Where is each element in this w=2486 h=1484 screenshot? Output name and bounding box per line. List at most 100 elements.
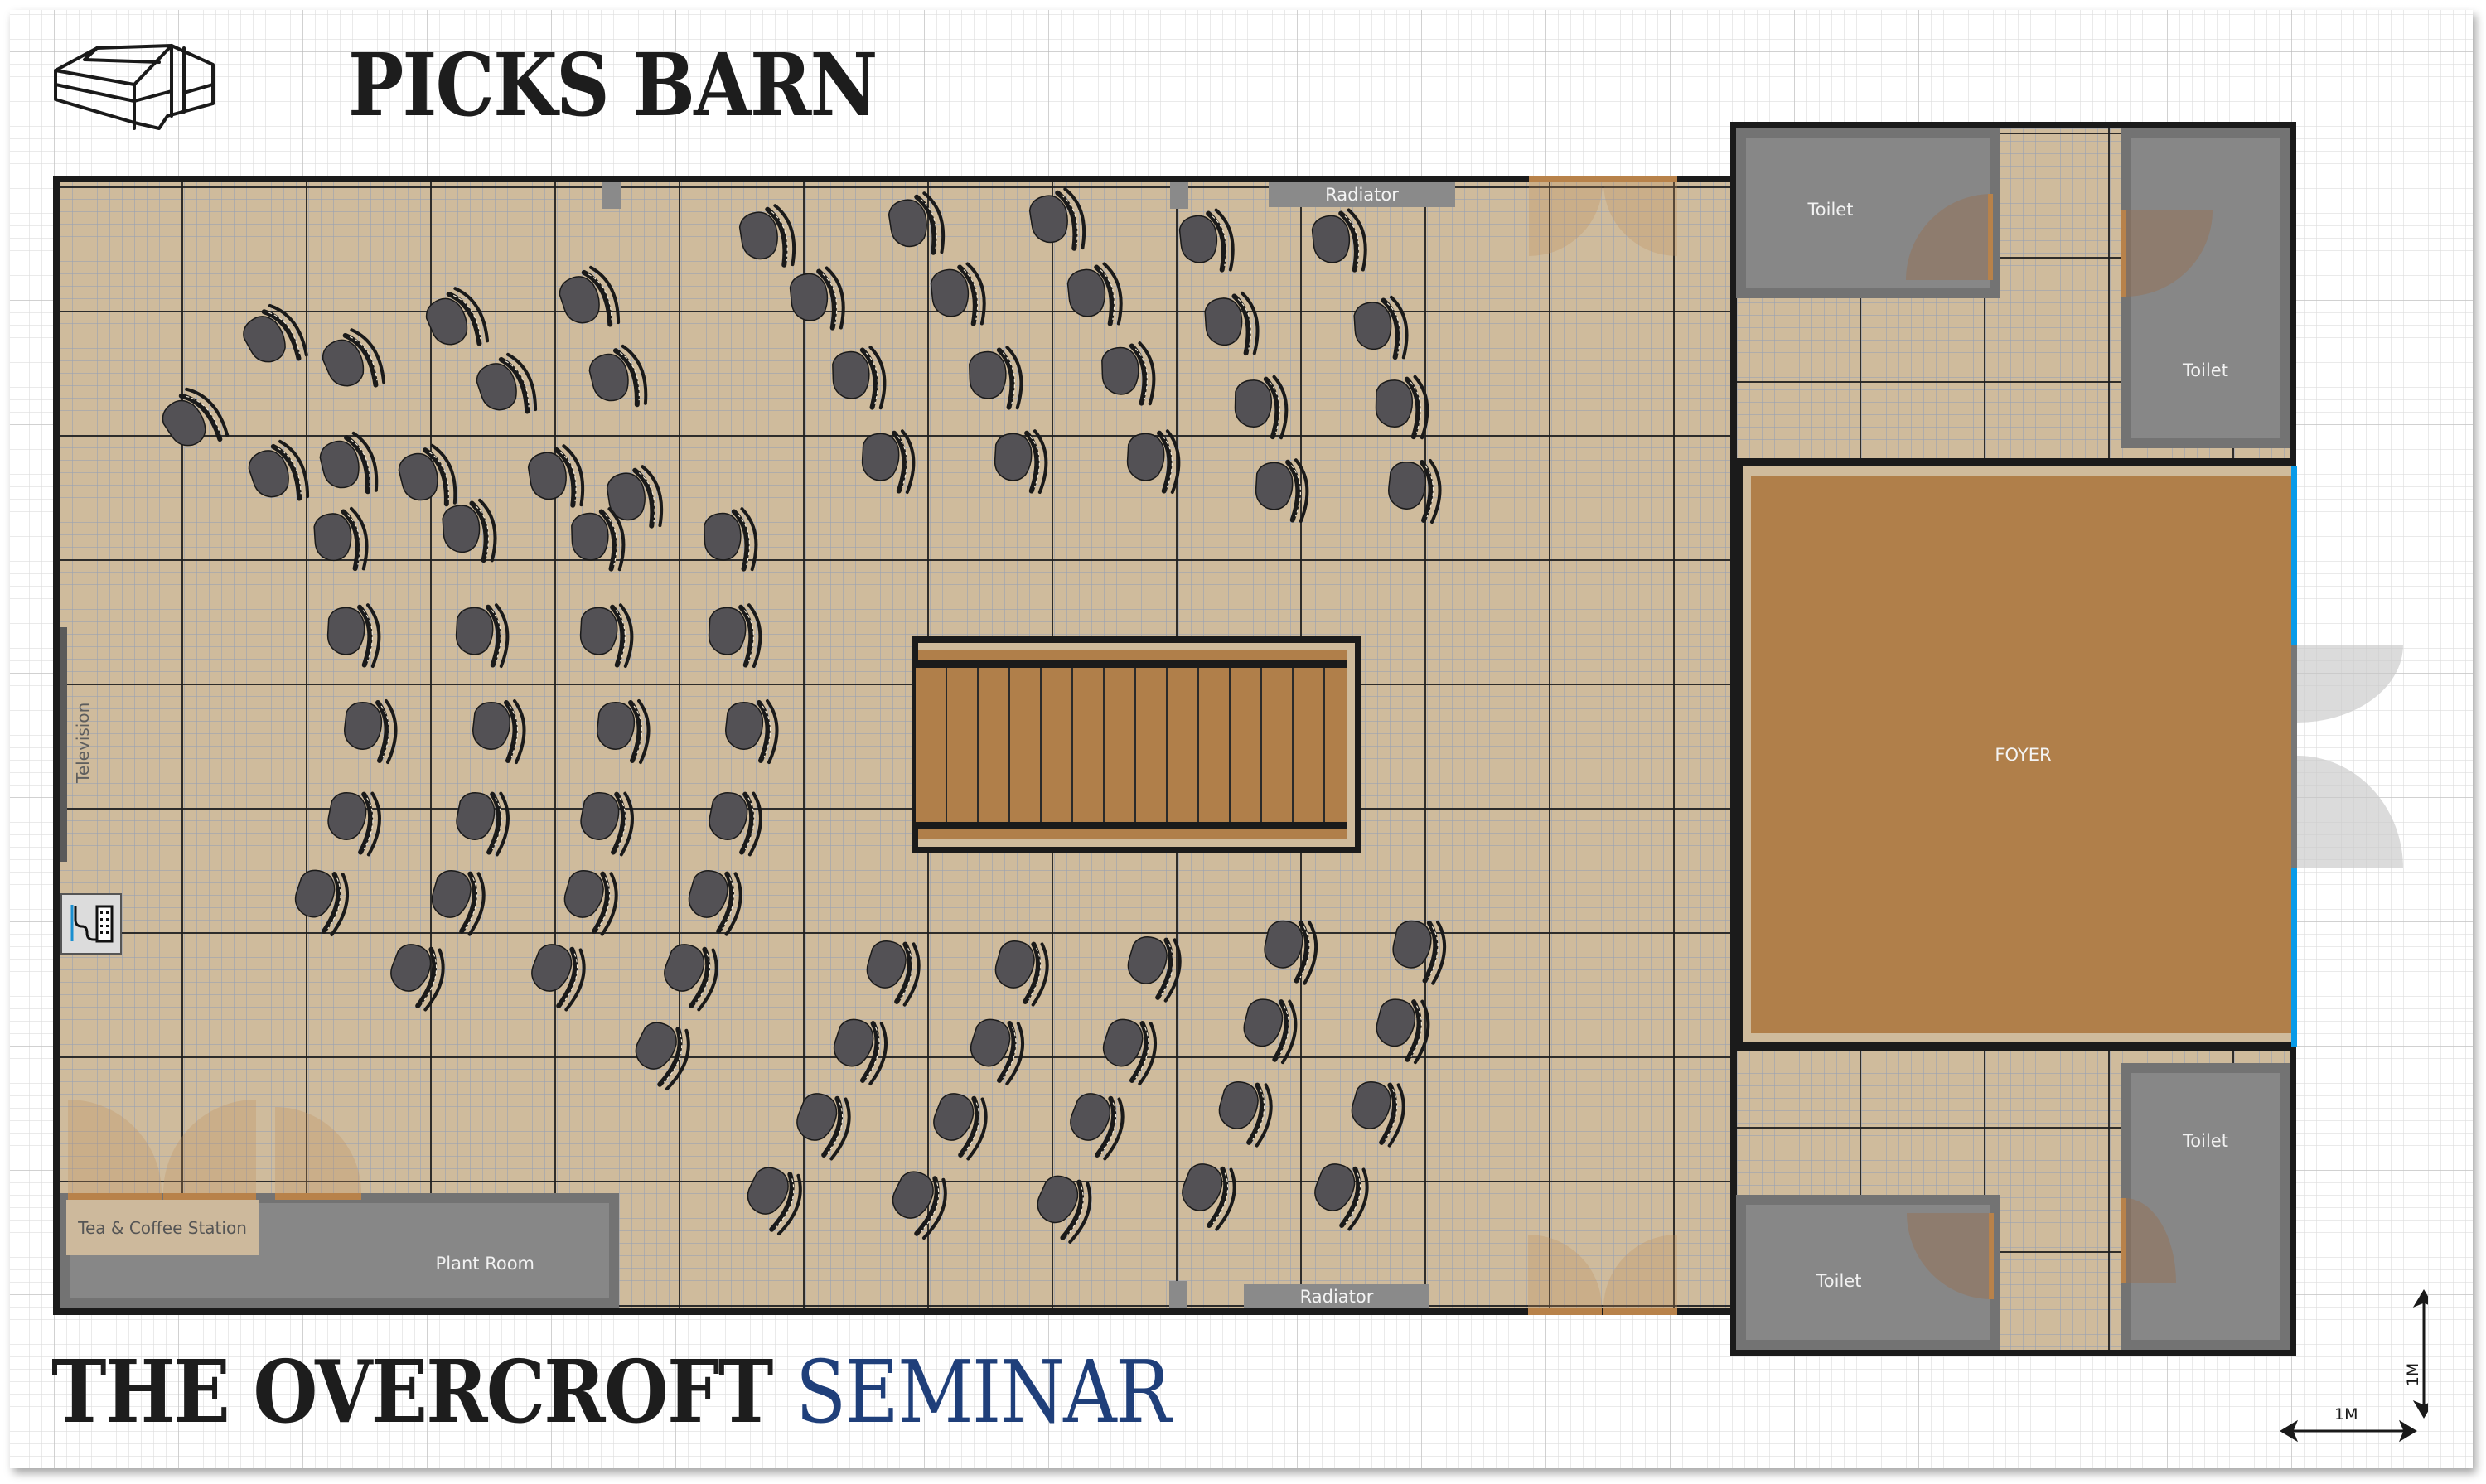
chair bbox=[576, 601, 642, 675]
radiator-top: Radiator bbox=[1269, 182, 1455, 207]
chair bbox=[427, 866, 493, 940]
pillar-top-2 bbox=[1170, 182, 1188, 209]
chair bbox=[1260, 916, 1326, 990]
door-toilet-top-left[interactable] bbox=[1988, 194, 1993, 280]
chair bbox=[452, 601, 518, 675]
chair bbox=[1028, 186, 1094, 261]
chair bbox=[476, 352, 543, 427]
footer-title-accent: SEMINAR bbox=[796, 1341, 1171, 1443]
chair bbox=[704, 787, 771, 862]
header-title: PICKS BARN bbox=[348, 34, 878, 136]
chair bbox=[323, 601, 389, 675]
door-toilet-top-right[interactable] bbox=[2121, 210, 2126, 297]
chair bbox=[1032, 1172, 1098, 1247]
scale-label-horizontal: 1M bbox=[2334, 1405, 2358, 1424]
chair bbox=[1239, 994, 1305, 1069]
stage-front-strip-bottom bbox=[918, 829, 1347, 839]
chair bbox=[928, 261, 994, 336]
door-top-right-leaf[interactable] bbox=[1603, 176, 1677, 182]
chair bbox=[1251, 456, 1318, 530]
door-plant-room[interactable] bbox=[275, 1193, 361, 1200]
chair bbox=[1177, 1160, 1243, 1235]
scale-bar bbox=[2280, 1289, 2428, 1443]
chair bbox=[323, 787, 389, 862]
chair bbox=[858, 427, 924, 501]
chair bbox=[684, 866, 750, 940]
chair bbox=[319, 431, 385, 505]
chair bbox=[965, 1015, 1032, 1090]
chair bbox=[588, 344, 655, 418]
chair bbox=[323, 327, 389, 402]
toilet-top-right: Toilet bbox=[2121, 128, 2290, 448]
chair bbox=[829, 1015, 895, 1090]
door-toilet-bottom-right[interactable] bbox=[2121, 1198, 2126, 1283]
toilet-bottom-left: Toilet bbox=[1736, 1195, 2000, 1350]
chair bbox=[862, 936, 928, 1011]
chair bbox=[468, 696, 534, 771]
chair bbox=[1214, 1077, 1280, 1152]
door-bottom-right-leaf[interactable] bbox=[1603, 1308, 1677, 1315]
power-socket-icon bbox=[70, 905, 114, 943]
chair bbox=[829, 344, 895, 418]
power-socket-box[interactable] bbox=[60, 893, 122, 955]
chair bbox=[787, 265, 854, 340]
toilet-top-left: Toilet bbox=[1736, 128, 2000, 298]
chair bbox=[249, 439, 315, 514]
chair bbox=[1202, 290, 1268, 365]
chair bbox=[568, 505, 634, 580]
main-hall-floor bbox=[60, 182, 1734, 1308]
door-toilet-bottom-left[interactable] bbox=[1989, 1213, 1994, 1299]
chair bbox=[965, 344, 1032, 418]
foyer: FOYER bbox=[1751, 476, 2295, 1033]
chair bbox=[1371, 373, 1438, 447]
door-bottom-left-leaf[interactable] bbox=[1528, 1308, 1602, 1315]
stage-steps bbox=[916, 668, 1347, 822]
television-label: Television bbox=[73, 702, 93, 783]
chair bbox=[592, 696, 659, 771]
chair bbox=[427, 286, 493, 360]
chair bbox=[1098, 340, 1164, 414]
footer-title-main: THE OVERCROFT bbox=[51, 1341, 773, 1443]
chair bbox=[990, 936, 1057, 1011]
chair bbox=[1371, 994, 1438, 1069]
tea-coffee-station[interactable]: Tea & Coffee Station bbox=[66, 1200, 259, 1255]
door-tea-right[interactable] bbox=[163, 1193, 256, 1200]
chair bbox=[1123, 427, 1189, 501]
chair bbox=[742, 1164, 808, 1239]
television bbox=[60, 627, 67, 862]
chair bbox=[1177, 207, 1243, 282]
stage-front-strip-top bbox=[918, 650, 1347, 660]
toilet-bottom-right: Toilet bbox=[2121, 1063, 2290, 1350]
chair bbox=[887, 1168, 953, 1243]
door-top-left-leaf[interactable] bbox=[1529, 176, 1603, 182]
chair bbox=[721, 696, 787, 771]
chair bbox=[1309, 1160, 1376, 1235]
stage-rail-bottom bbox=[912, 822, 1347, 829]
chair bbox=[452, 787, 518, 862]
radiator-bottom: Radiator bbox=[1244, 1284, 1429, 1308]
chair bbox=[928, 1090, 994, 1164]
chair bbox=[559, 866, 626, 940]
chair bbox=[630, 1019, 696, 1094]
chair bbox=[1231, 373, 1297, 447]
chair bbox=[659, 940, 725, 1015]
door-tea-left[interactable] bbox=[68, 1193, 162, 1200]
chair bbox=[1123, 932, 1189, 1007]
chair bbox=[704, 601, 771, 675]
chair bbox=[385, 940, 452, 1015]
chair bbox=[1351, 294, 1417, 369]
chair bbox=[290, 866, 356, 940]
chair bbox=[311, 505, 377, 580]
chair bbox=[700, 505, 767, 580]
glass-panel-bottom bbox=[2291, 868, 2297, 1047]
chair bbox=[1388, 916, 1454, 990]
chair bbox=[1347, 1077, 1413, 1152]
chair bbox=[791, 1090, 858, 1164]
chair bbox=[576, 787, 642, 862]
scale-label-vertical: 1M bbox=[2404, 1362, 2423, 1387]
pillar-bottom-1 bbox=[1169, 1281, 1187, 1308]
chair bbox=[439, 497, 505, 572]
chair bbox=[164, 385, 230, 460]
chair bbox=[887, 191, 953, 265]
chair bbox=[1384, 456, 1450, 530]
